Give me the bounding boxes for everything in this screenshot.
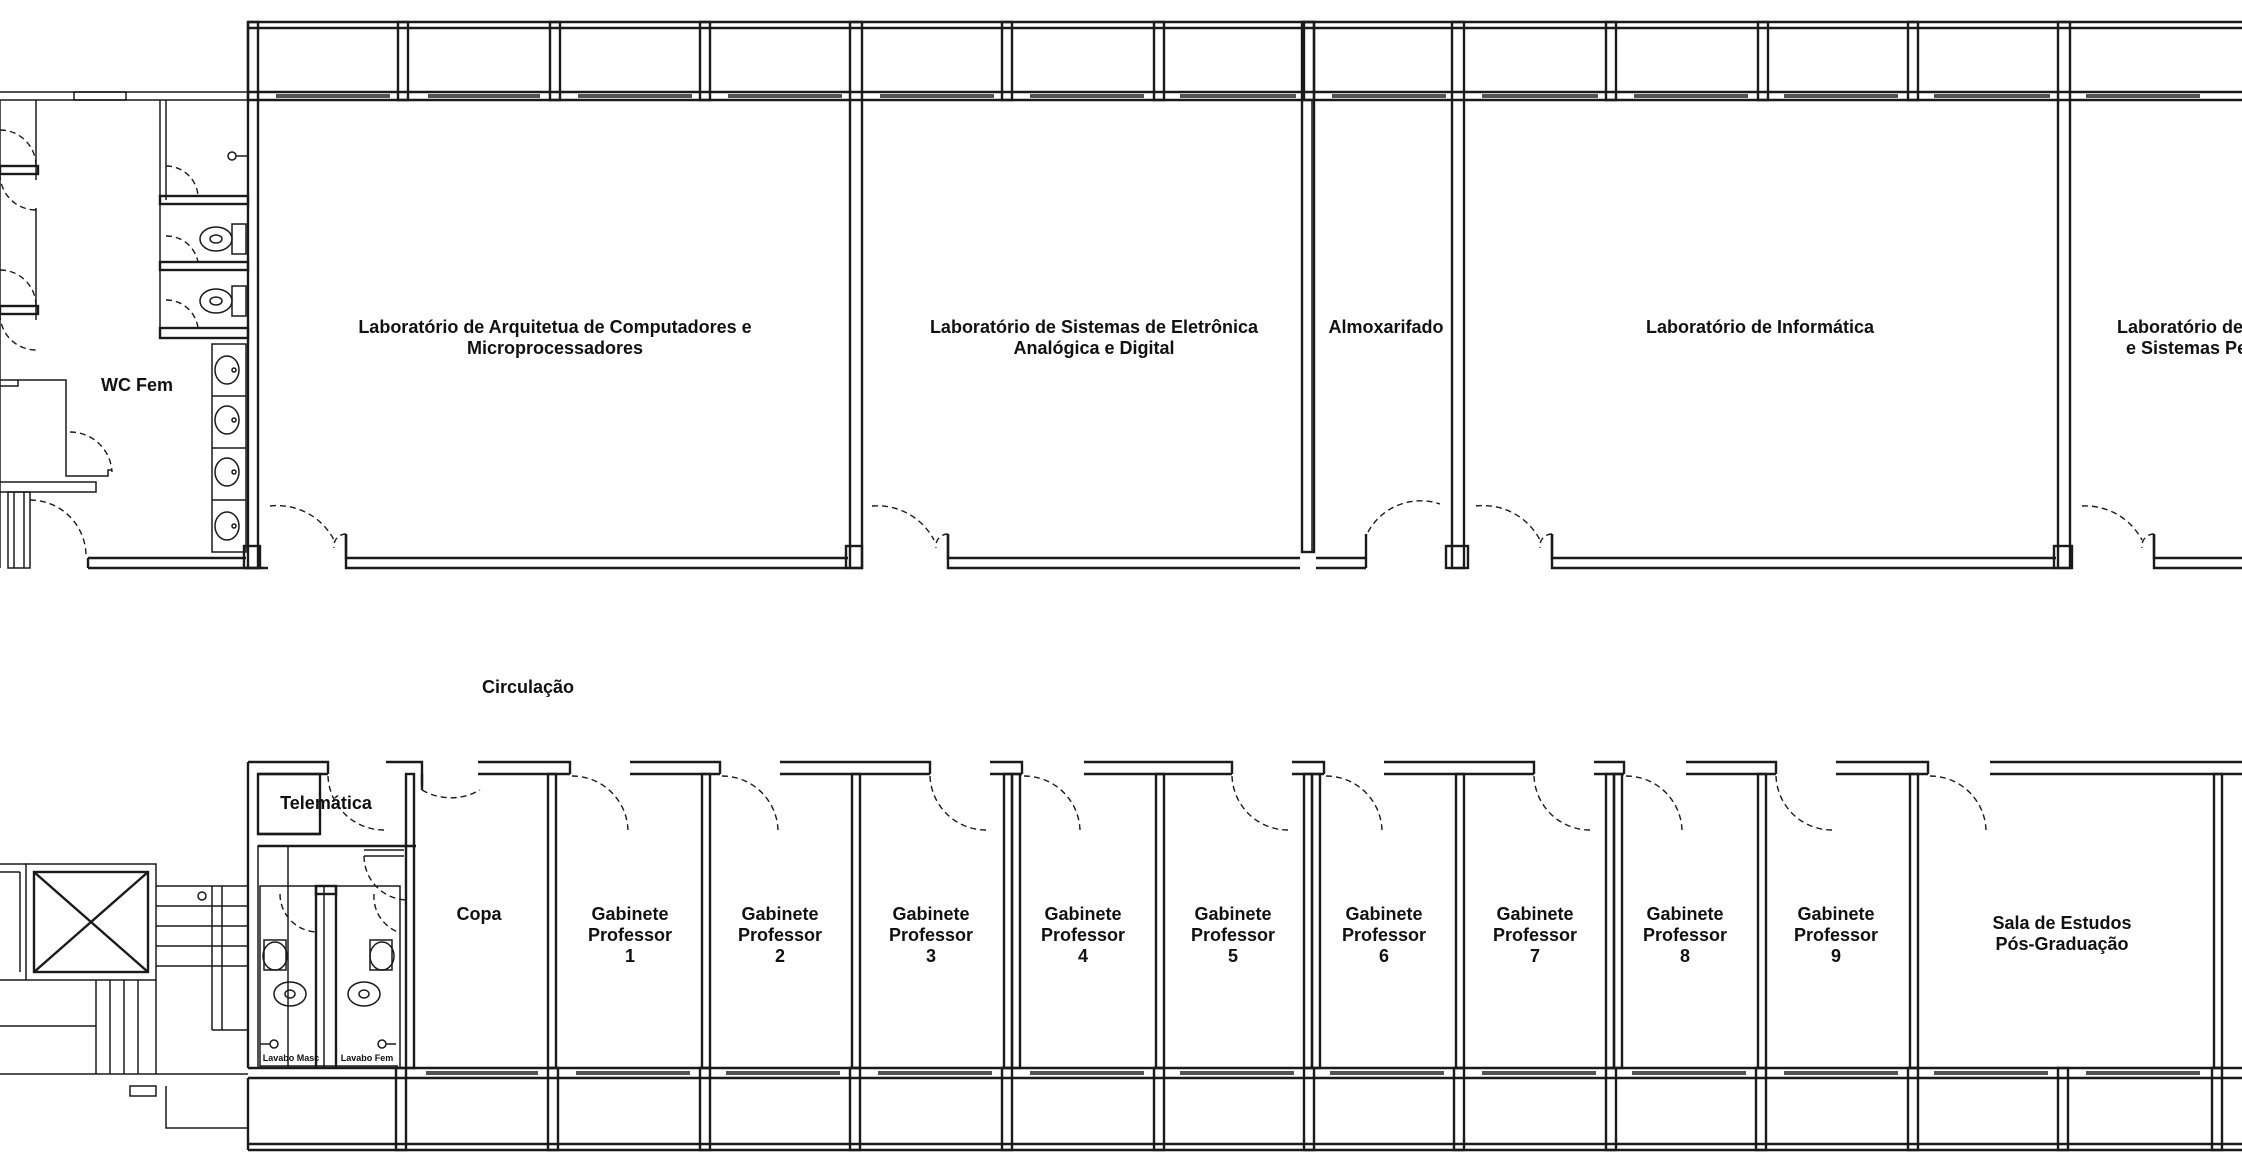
room-label-lab-arquitetura-line1: Laboratório de Arquitetua de Computadore… xyxy=(358,317,751,337)
sink-icon xyxy=(214,511,240,541)
toilet-icon xyxy=(199,223,247,255)
gabinete-subtitle: Professor xyxy=(588,925,672,945)
gabinete-number: 9 xyxy=(1831,946,1841,966)
service-core xyxy=(0,772,416,1129)
gabinete-title: Gabinete xyxy=(1797,904,1874,924)
room-label-gabinete-8: Gabinete Professor 8 xyxy=(1643,904,1727,966)
room-label-lab-arquitetura-line2: Microprocessadores xyxy=(467,338,643,358)
gabinete-subtitle: Professor xyxy=(889,925,973,945)
room-label-lab-partial-line1: Laboratório de F xyxy=(2117,317,2242,337)
bottom-wing-doors xyxy=(327,775,1987,831)
gabinete-title: Gabinete xyxy=(892,904,969,924)
room-label-lab-eletronica-line1: Laboratório de Sistemas de Eletrônica xyxy=(930,317,1259,337)
gabinete-number: 1 xyxy=(625,946,635,966)
top-wing-doors xyxy=(269,500,2155,549)
gabinete-subtitle: Professor xyxy=(1493,925,1577,945)
gabinete-title: Gabinete xyxy=(1194,904,1271,924)
room-label-lavabo-masc: Lavabo Masc xyxy=(263,1053,320,1063)
toilet-icon xyxy=(262,939,307,1007)
gabinete-number: 3 xyxy=(926,946,936,966)
room-label-lab-eletronica-line2: Analógica e Digital xyxy=(1013,338,1174,358)
gabinete-subtitle: Professor xyxy=(1794,925,1878,945)
gabinete-subtitle: Professor xyxy=(1643,925,1727,945)
gabinete-number: 2 xyxy=(775,946,785,966)
gabinete-subtitle: Professor xyxy=(1041,925,1125,945)
room-label-gabinete-9: Gabinete Professor 9 xyxy=(1794,904,1878,966)
room-label-sala-estudos-line1: Sala de Estudos xyxy=(1992,913,2131,933)
bottom-wing-walls xyxy=(246,760,2242,1152)
room-label-lab-partial-line2: e Sistemas Per xyxy=(2126,338,2242,358)
gabinete-title: Gabinete xyxy=(1044,904,1121,924)
sink-icon xyxy=(214,405,240,435)
room-label-gabinete-4: Gabinete Professor 4 xyxy=(1041,904,1125,966)
sink-icon xyxy=(214,457,240,487)
gabinete-title: Gabinete xyxy=(591,904,668,924)
elevator-icon xyxy=(25,863,157,981)
room-label-almoxarifado: Almoxarifado xyxy=(1328,317,1443,337)
room-label-sala-estudos-line2: Pós-Graduação xyxy=(1995,934,2128,954)
gabinete-number: 5 xyxy=(1228,946,1238,966)
sink-icon xyxy=(214,355,240,385)
gabinete-title: Gabinete xyxy=(1345,904,1422,924)
top-wing-walls xyxy=(0,20,2242,570)
gabinete-subtitle: Professor xyxy=(1191,925,1275,945)
room-label-lab-informatica: Laboratório de Informática xyxy=(1646,317,1875,337)
room-label-lavabo-fem: Lavabo Fem xyxy=(341,1053,394,1063)
gabinete-number: 6 xyxy=(1379,946,1389,966)
room-label-circulacao: Circulação xyxy=(482,677,574,697)
gabinete-title: Gabinete xyxy=(741,904,818,924)
stairs-icon xyxy=(0,885,248,1129)
gabinete-title: Gabinete xyxy=(1646,904,1723,924)
room-label-telematica: Telemática xyxy=(280,793,373,813)
room-label-gabinete-3: Gabinete Professor 3 xyxy=(889,904,973,966)
gabinete-number: 7 xyxy=(1530,946,1540,966)
gabinete-number: 8 xyxy=(1680,946,1690,966)
gabinete-subtitle: Professor xyxy=(738,925,822,945)
room-label-copa: Copa xyxy=(457,904,503,924)
room-label-wc-fem: WC Fem xyxy=(101,375,173,395)
wc-fem-fixtures xyxy=(0,100,250,569)
room-label-gabinete-6: Gabinete Professor 6 xyxy=(1342,904,1426,966)
toilet-icon xyxy=(199,285,247,317)
gabinete-subtitle: Professor xyxy=(1342,925,1426,945)
room-label-gabinete-7: Gabinete Professor 7 xyxy=(1493,904,1577,966)
room-label-gabinete-2: Gabinete Professor 2 xyxy=(738,904,822,966)
room-label-gabinete-1: Gabinete Professor 1 xyxy=(588,904,672,966)
top-wing-labels: WC Fem Laboratório de Arquitetua de Comp… xyxy=(101,317,2242,697)
gabinete-title: Gabinete xyxy=(1496,904,1573,924)
gabinete-number: 4 xyxy=(1078,946,1088,966)
toilet-icon xyxy=(347,939,395,1007)
room-label-gabinete-5: Gabinete Professor 5 xyxy=(1191,904,1275,966)
bottom-wing-labels: Telemática Copa Lavabo Masc Lavabo Fem G… xyxy=(263,793,2132,1063)
